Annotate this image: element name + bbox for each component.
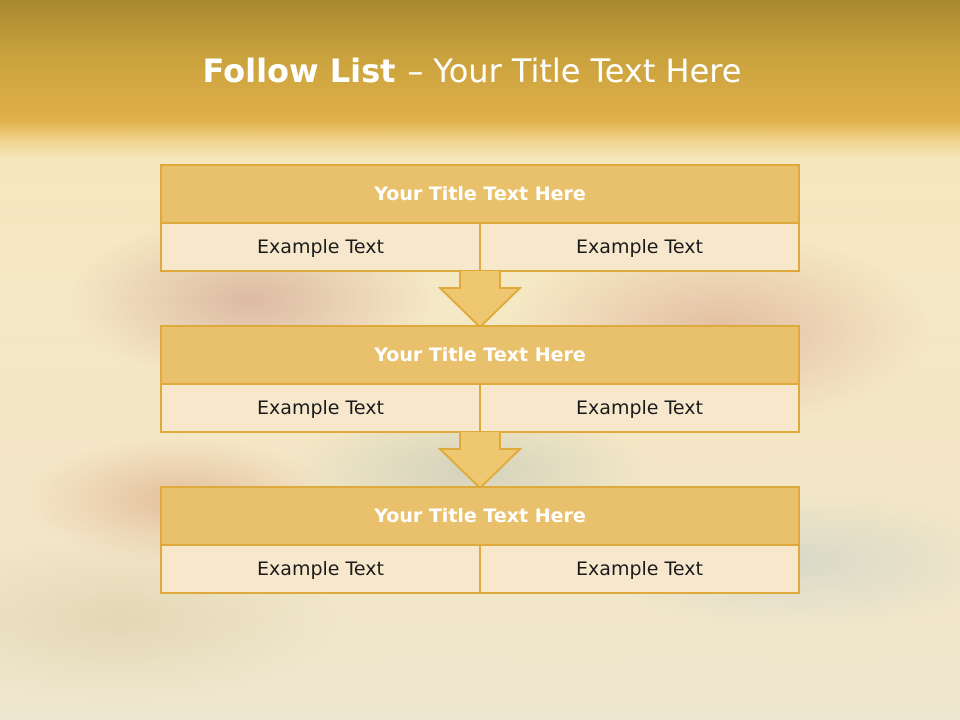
step-cell-left: Example Text	[162, 546, 479, 592]
slide-title-separator: –	[407, 52, 424, 90]
step-title: Your Title Text Here	[162, 166, 798, 224]
step-title: Your Title Text Here	[162, 488, 798, 546]
down-arrow-icon	[438, 431, 522, 489]
step-row: Example Text Example Text	[162, 385, 798, 431]
step-title: Your Title Text Here	[162, 327, 798, 385]
step-row: Example Text Example Text	[162, 224, 798, 270]
step-cell-right: Example Text	[479, 385, 798, 431]
down-arrow-icon	[438, 270, 522, 328]
slide-title: Follow List–Your Title Text Here	[0, 52, 944, 90]
step-box-3: Your Title Text Here Example Text Exampl…	[160, 486, 800, 594]
step-box-2: Your Title Text Here Example Text Exampl…	[160, 325, 800, 433]
step-cell-right: Example Text	[479, 224, 798, 270]
slide-title-rest: Your Title Text Here	[433, 52, 742, 90]
step-row: Example Text Example Text	[162, 546, 798, 592]
step-box-1: Your Title Text Here Example Text Exampl…	[160, 164, 800, 272]
header-band	[0, 0, 960, 160]
slide-title-bold: Follow List	[202, 52, 396, 90]
step-cell-left: Example Text	[162, 385, 479, 431]
step-cell-right: Example Text	[479, 546, 798, 592]
step-cell-left: Example Text	[162, 224, 479, 270]
